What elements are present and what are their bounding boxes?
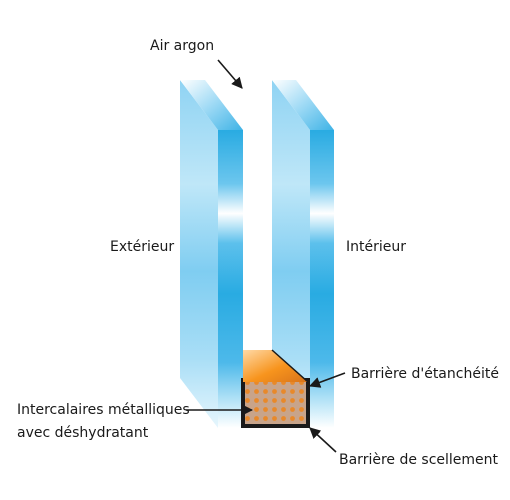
seal-barrier-edge bbox=[271, 349, 309, 383]
exterior-label: Extérieur bbox=[110, 239, 174, 255]
interior-pane-front bbox=[310, 130, 334, 428]
exterior-pane-front bbox=[218, 130, 243, 428]
desiccant-spacer bbox=[245, 382, 306, 424]
spacer-top-face bbox=[243, 350, 308, 382]
seal-barrier-label: Barrière d'étanchéité bbox=[351, 366, 499, 382]
spacer-label-line2: avec déshydratant bbox=[17, 425, 149, 441]
interior-pane-top bbox=[272, 80, 334, 130]
sealing-barrier-label: Barrière de scellement bbox=[339, 452, 499, 468]
sealing-barrier-arrow bbox=[309, 427, 337, 453]
exterior-pane-side bbox=[180, 80, 218, 428]
interior-pane-side bbox=[272, 80, 310, 428]
seal-barrier-arrow bbox=[308, 372, 346, 388]
interior-label: Intérieur bbox=[346, 239, 406, 255]
air-gap-arrow bbox=[217, 59, 243, 89]
air-gap-label: Air argon bbox=[150, 38, 214, 54]
spacer-label-line1: Intercalaires métalliques bbox=[17, 402, 190, 418]
exterior-glass-pane bbox=[180, 80, 243, 428]
exterior-pane-top bbox=[180, 80, 243, 130]
spacer-assembly bbox=[241, 349, 310, 428]
